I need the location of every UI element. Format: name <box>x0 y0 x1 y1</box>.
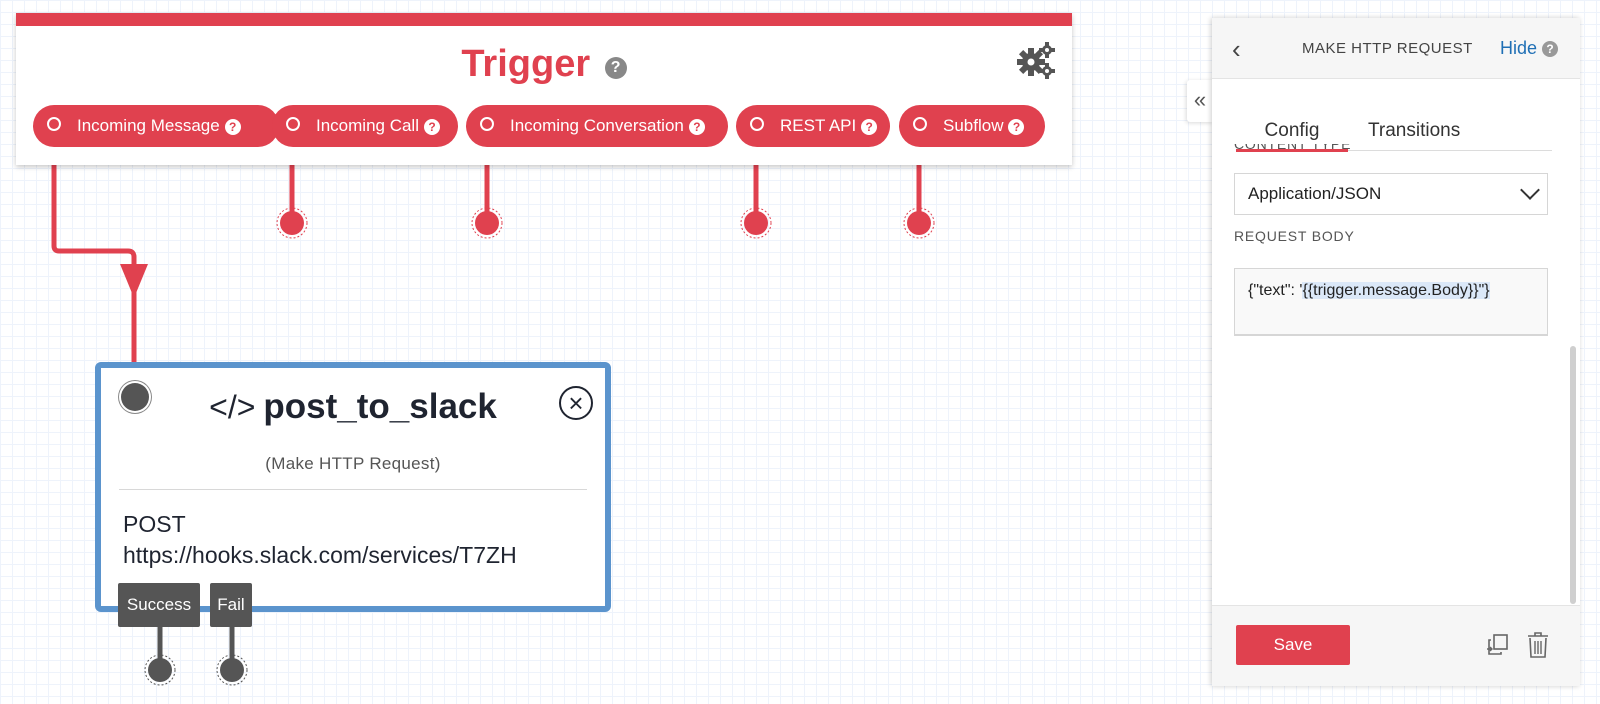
code-icon: </> <box>209 389 256 425</box>
widget-config-panel: ‹ MAKE HTTP REQUEST Hide? Config Transit… <box>1212 18 1580 686</box>
panel-footer: Save <box>1212 605 1580 686</box>
trigger-label: REST API <box>780 116 857 135</box>
trigger-label: Incoming Message <box>77 116 220 135</box>
trigger-widget[interactable]: Trigger ? <box>16 13 1072 165</box>
tab-transitions[interactable]: Transitions <box>1368 120 1461 141</box>
wire-incoming-message <box>51 165 137 365</box>
collapse-panel-button[interactable]: « <box>1187 80 1213 122</box>
trigger-incoming-conversation[interactable]: Incoming Conversation? <box>466 105 728 147</box>
node-name: post_to_slack <box>263 387 497 426</box>
request-body-text: {"text": ' <box>1248 282 1303 299</box>
node-type-label: (Make HTTP Request) <box>265 454 441 473</box>
node-input-port[interactable] <box>121 383 149 411</box>
trigger-incoming-message[interactable]: Incoming Message? <box>33 105 279 147</box>
request-body-selected-text: {{trigger.message.Body}}"} <box>1302 282 1490 299</box>
trigger-incoming-call[interactable]: Incoming Call? <box>272 105 458 147</box>
trigger-output-dots <box>276 207 935 239</box>
tab-config[interactable]: Config <box>1236 120 1348 152</box>
help-icon[interactable]: ? <box>604 57 627 79</box>
save-button[interactable]: Save <box>1236 625 1350 665</box>
content-type-select[interactable]: Application/JSON <box>1234 173 1548 215</box>
output-fail[interactable]: Fail <box>210 583 252 627</box>
radio-circle-icon <box>913 117 927 131</box>
help-icon[interactable]: ? <box>424 119 440 135</box>
hide-panel-link[interactable]: Hide? <box>1500 38 1558 59</box>
panel-scrollbar[interactable] <box>1570 346 1576 604</box>
help-icon[interactable]: ? <box>1542 41 1558 57</box>
trigger-subflow[interactable]: Subflow? <box>899 105 1045 147</box>
trigger-title-text: Trigger <box>461 43 591 85</box>
node-method: POST <box>123 511 186 537</box>
help-icon[interactable]: ? <box>688 119 705 135</box>
panel-header: ‹ MAKE HTTP REQUEST Hide? <box>1212 18 1580 79</box>
radio-circle-icon <box>750 117 764 131</box>
trigger-label: Subflow <box>943 116 1004 135</box>
gears-icon[interactable] <box>1016 39 1056 79</box>
help-icon[interactable]: ? <box>861 119 878 135</box>
wire-arrowhead <box>120 264 148 298</box>
chevron-left-icon[interactable]: ‹ <box>1232 34 1241 64</box>
trigger-rest-api[interactable]: REST API? <box>736 105 890 147</box>
help-icon[interactable]: ? <box>1008 119 1025 135</box>
trigger-title: Trigger ? <box>16 43 1072 86</box>
hide-label: Hide <box>1499 38 1537 58</box>
node-title: </>post_to_slack <box>101 387 605 427</box>
panel-title: MAKE HTTP REQUEST <box>1302 40 1473 57</box>
request-body-label: REQUEST BODY <box>1234 228 1355 244</box>
radio-circle-icon <box>47 117 61 131</box>
content-type-value: Application/JSON <box>1248 184 1382 203</box>
help-icon[interactable]: ? <box>224 119 241 135</box>
chevron-down-icon <box>1520 180 1540 200</box>
trigger-label: Incoming Conversation <box>510 116 684 135</box>
radio-circle-icon <box>286 117 300 131</box>
node-summary: POST https://hooks.slack.com/services/T7… <box>123 509 517 571</box>
trash-icon[interactable] <box>1526 631 1550 659</box>
node-output-dots <box>144 654 248 686</box>
close-icon[interactable]: × <box>559 386 593 420</box>
content-type-label: CONTENT TYPE <box>1234 136 1352 152</box>
trigger-label: Incoming Call <box>316 116 419 135</box>
divider <box>119 489 587 490</box>
radio-circle-icon <box>480 117 494 131</box>
duplicate-icon[interactable] <box>1486 632 1510 658</box>
node-url: https://hooks.slack.com/services/T7ZH <box>123 542 517 568</box>
output-success[interactable]: Success <box>118 583 200 627</box>
request-body-textarea[interactable]: {"text": '{{trigger.message.Body}}"} <box>1234 268 1548 336</box>
panel-tabs: Config Transitions <box>1236 102 1552 152</box>
http-request-node[interactable]: </>post_to_slack × (Make HTTP Request) P… <box>95 362 611 612</box>
trigger-accent-bar <box>16 13 1072 26</box>
